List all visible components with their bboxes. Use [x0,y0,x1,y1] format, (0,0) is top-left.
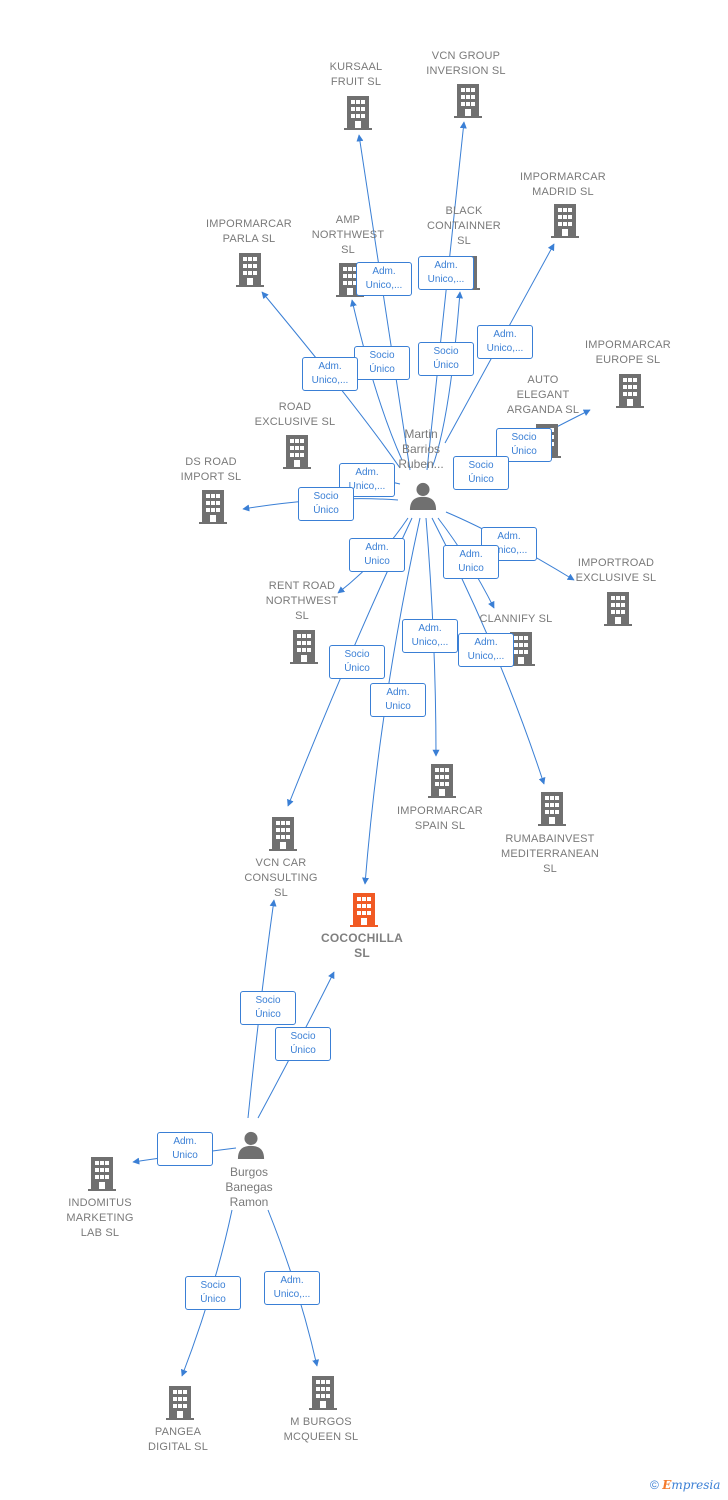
pangea-label[interactable]: PANGEA DIGITAL SL [147,1426,209,1453]
role-box-r14[interactable]: Adm. Unico,... [402,619,458,653]
impormarcar-madrid-label[interactable]: IMPORMARCAR MADRID SL [520,171,606,198]
ds-road-building-icon[interactable] [199,490,227,524]
role-box-r18[interactable]: Socio Único [240,991,296,1025]
edge-martin-impormarcar-parla [261,291,401,469]
impormarcar-parla-building-icon[interactable] [236,253,264,287]
role-box-r19[interactable]: Socio Único [275,1027,331,1061]
mburgos-building-icon[interactable] [309,1376,337,1410]
role-box-r16[interactable]: Socio Único [329,645,385,679]
impormarcar-spain-building-icon[interactable] [428,764,456,798]
vcn-car-label[interactable]: VCN CAR CONSULTING SL [244,857,318,899]
rumabainvest-building-icon[interactable] [538,792,566,826]
role-box-r6[interactable]: Adm. Unico,... [477,325,533,359]
role-box-r15[interactable]: Adm. Unico,... [458,633,514,667]
role-box-r21[interactable]: Socio Único [185,1276,241,1310]
burgos-person-label[interactable]: Burgos Banegas Ramon [225,1165,273,1209]
ds-road-label[interactable]: DS ROAD IMPORT SL [180,456,242,483]
clannify-label[interactable]: CLANNIFY SL [479,613,553,625]
role-box-r10[interactable]: Socio Único [298,487,354,521]
vcn-car-building-icon[interactable] [269,817,297,851]
vcn-group-label[interactable]: VCN GROUP INVERSION SL [426,50,506,77]
copyright: © Empresia [650,1478,720,1492]
role-box-r20[interactable]: Adm. Unico [157,1132,213,1166]
auto-elegant-label[interactable]: AUTO ELEGANT ARGANDA SL [506,374,580,416]
brand-logo: Empresia [662,1478,721,1492]
role-box-r5[interactable]: Socio Único [418,342,474,376]
indomitus-label[interactable]: INDOMITUS MARKETING LAB SL [66,1197,134,1239]
rent-road-label[interactable]: RENT ROAD NORTHWEST SL [265,580,339,622]
burgos-person-icon[interactable] [237,1131,265,1159]
cocochilla-label[interactable]: COCOCHILLA SL [321,931,403,960]
role-box-r22[interactable]: Adm. Unico,... [264,1271,320,1305]
cocochilla-building-icon[interactable] [350,893,378,927]
martin-person-label[interactable]: Martin Barrios Ruben... [398,427,444,471]
road-exclusive-label[interactable]: ROAD EXCLUSIVE SL [254,401,336,428]
amp-label[interactable]: AMP NORTHWEST SL [311,214,385,256]
edge-martin-black [431,291,463,469]
impormarcar-madrid-building-icon[interactable] [551,204,579,238]
rumabainvest-label[interactable]: RUMABAINVEST MEDITERRANEAN SL [501,833,599,875]
role-box-r13[interactable]: Adm. Unico [443,545,499,579]
role-box-r17[interactable]: Adm. Unico [370,683,426,717]
role-box-r11[interactable]: Adm. Unico [349,538,405,572]
impormarcar-europe-building-icon[interactable] [616,374,644,408]
role-box-r2[interactable]: Adm. Unico,... [418,256,474,290]
role-box-r1[interactable]: Adm. Unico,... [356,262,412,296]
role-box-r3[interactable]: Socio Único [354,346,410,380]
importroad-building-icon[interactable] [604,592,632,626]
mburgos-label[interactable]: M BURGOS MCQUEEN SL [283,1416,359,1443]
vcn-group-building-icon[interactable] [454,84,482,118]
martin-person-icon[interactable] [409,482,437,510]
role-box-r8[interactable]: Adm. Unico,... [339,463,395,497]
impormarcar-parla-label[interactable]: IMPORMARCAR PARLA SL [206,218,292,245]
edge-martin-kursaal [356,134,411,471]
indomitus-building-icon[interactable] [88,1157,116,1191]
copyright-symbol: © [650,1478,659,1492]
edge-group [132,121,591,1377]
road-exclusive-building-icon[interactable] [283,435,311,469]
pangea-building-icon[interactable] [166,1386,194,1420]
edge-martin-vcn-group [426,121,467,471]
kursaal-building-icon[interactable] [344,96,372,130]
impormarcar-spain-label[interactable]: IMPORMARCAR SPAIN SL [397,805,483,832]
importroad-label[interactable]: IMPORTROAD EXCLUSIVE SL [575,557,657,584]
role-box-r9[interactable]: Socio Único [453,456,509,490]
black-label[interactable]: BLACK CONTAINNER SL [427,205,501,247]
edge-martin-amp [350,299,403,461]
role-box-r4[interactable]: Adm. Unico,... [302,357,358,391]
impormarcar-europe-label[interactable]: IMPORMARCAR EUROPE SL [585,339,671,366]
kursaal-label[interactable]: KURSAAL FRUIT SL [329,61,383,88]
rent-road-building-icon[interactable] [290,630,318,664]
